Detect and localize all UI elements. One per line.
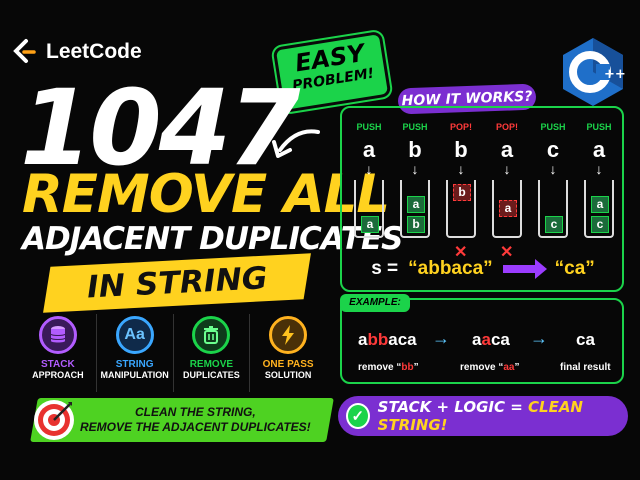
title-line1: REMOVE ALL (22, 164, 390, 225)
cpp-logo-icon: ++ (563, 38, 626, 106)
stack-item: b (407, 216, 425, 233)
input-string: “abbaca” (408, 258, 493, 279)
feature-remove: REMOVE DUPLICATES (174, 314, 251, 392)
down-arrow-icon: ↓ (365, 161, 373, 177)
stack-2: a b (400, 180, 430, 238)
step-char: a (500, 137, 514, 162)
target-icon (34, 400, 74, 440)
stack-4: a (492, 180, 522, 238)
stack-item: a (591, 196, 609, 213)
feature-sublabel: SOLUTION (264, 370, 312, 380)
example-word-1: abbaca (358, 330, 417, 349)
example-word-3: ca (576, 330, 595, 349)
step-1: PUSH a ↓ (352, 122, 386, 176)
stack-1: a (354, 180, 384, 238)
right-arrow-icon: → (530, 328, 548, 348)
step-op: PUSH (402, 122, 428, 132)
right-arrow-icon: → (432, 328, 450, 348)
step-char: b (454, 137, 468, 162)
step-char: b (408, 137, 422, 162)
check-icon: ✓ (346, 403, 370, 429)
leetcode-logo-icon (13, 39, 36, 63)
feature-sublabel: MANIPULATION (100, 370, 169, 380)
brand-name: LeetCode (46, 40, 142, 63)
down-arrow-icon: ↓ (503, 161, 511, 177)
step-char: a (592, 137, 606, 162)
feature-label: REMOVE (189, 359, 234, 370)
feature-string: Aa STRING MANIPULATION (97, 314, 174, 392)
example-label: EXAMPLE: (340, 294, 410, 312)
example-word-2: aaca (472, 330, 510, 349)
feature-list: STACK APPROACH Aa STRING MANIPULATION RE… (20, 314, 326, 392)
step-3: POP! b ↓ (444, 122, 478, 176)
pop-x-icon: ✕ (454, 244, 468, 261)
banner-text: CLEAN THE STRING, REMOVE THE ADJACENT DU… (54, 405, 311, 435)
step-5: PUSH c ↓ (536, 122, 570, 176)
stack-6: a c (584, 180, 614, 238)
stack-3: b a (446, 180, 476, 238)
step-op: POP! (449, 122, 472, 132)
how-it-works-panel: PUSH a ↓ PUSH b ↓ POP! b ↓ POP! a ↓ PUSH… (340, 106, 624, 292)
text-icon: Aa (115, 316, 154, 354)
stack-item-popped: a (499, 200, 517, 217)
trash-icon (192, 316, 231, 354)
down-arrow-icon: ↓ (457, 161, 465, 177)
feature-stack: STACK APPROACH (20, 314, 97, 392)
database-icon (38, 316, 77, 354)
brand: LeetCode (10, 38, 142, 66)
banner-text: STACK + LOGIC = CLEAN STRING! (377, 398, 583, 434)
feature-sublabel: APPROACH (32, 370, 84, 380)
step-char: c (546, 137, 560, 162)
step-char: a (362, 137, 376, 162)
step-2: PUSH b ↓ (398, 122, 432, 176)
bottom-right-banner: ✓ STACK + LOGIC = CLEAN STRING! (338, 396, 628, 436)
step-op: PUSH (540, 122, 566, 132)
stack-5: c (538, 180, 568, 238)
title-line3: IN STRING (85, 260, 269, 306)
stack-item: a (361, 216, 379, 233)
banner-line1: CLEAN THE STRING, (134, 405, 256, 419)
feature-label: STACK (41, 359, 75, 370)
s-label: s = (371, 258, 399, 279)
example-panel: EXAMPLE: abbaca → aaca → ca remove “bb” … (340, 294, 624, 384)
svg-text:++: ++ (604, 67, 626, 82)
title-ribbon: IN STRING (43, 253, 311, 313)
lightning-icon (269, 316, 308, 354)
stack-item: c (591, 216, 609, 233)
step-4: POP! a ↓ (490, 122, 524, 176)
transform-line: s = “abbaca” “ca” (348, 258, 618, 280)
feature-label: STRING (115, 359, 154, 370)
title-line2: ADJACENT DUPLICATES (22, 221, 403, 257)
example-note-3: final result (560, 362, 611, 373)
output-string: “ca” (554, 258, 595, 279)
example-note-1: remove “bb” (358, 362, 419, 373)
problem-number: 1047 (20, 67, 300, 189)
stack-item: c (545, 216, 563, 233)
step-6: PUSH a ↓ (582, 122, 616, 176)
step-op: PUSH (356, 122, 382, 132)
pop-x-icon: ✕ (500, 244, 514, 261)
stack-item: a (407, 196, 425, 213)
down-arrow-icon: ↓ (549, 161, 557, 177)
curved-arrow-icon (272, 129, 320, 158)
step-op: PUSH (586, 122, 612, 132)
feature-onepass: ONE PASS SOLUTION (250, 314, 326, 392)
right-arrow-icon (502, 259, 547, 279)
step-op: POP! (495, 122, 518, 132)
feature-label: ONE PASS (262, 359, 314, 370)
down-arrow-icon: ↓ (411, 161, 419, 177)
stack-item-popped: b (453, 184, 471, 201)
banner-line2: REMOVE THE ADJACENT DUPLICATES! (79, 420, 311, 434)
down-arrow-icon: ↓ (595, 161, 603, 177)
feature-sublabel: DUPLICATES (182, 370, 240, 380)
example-note-2: remove “aa” (460, 362, 520, 373)
